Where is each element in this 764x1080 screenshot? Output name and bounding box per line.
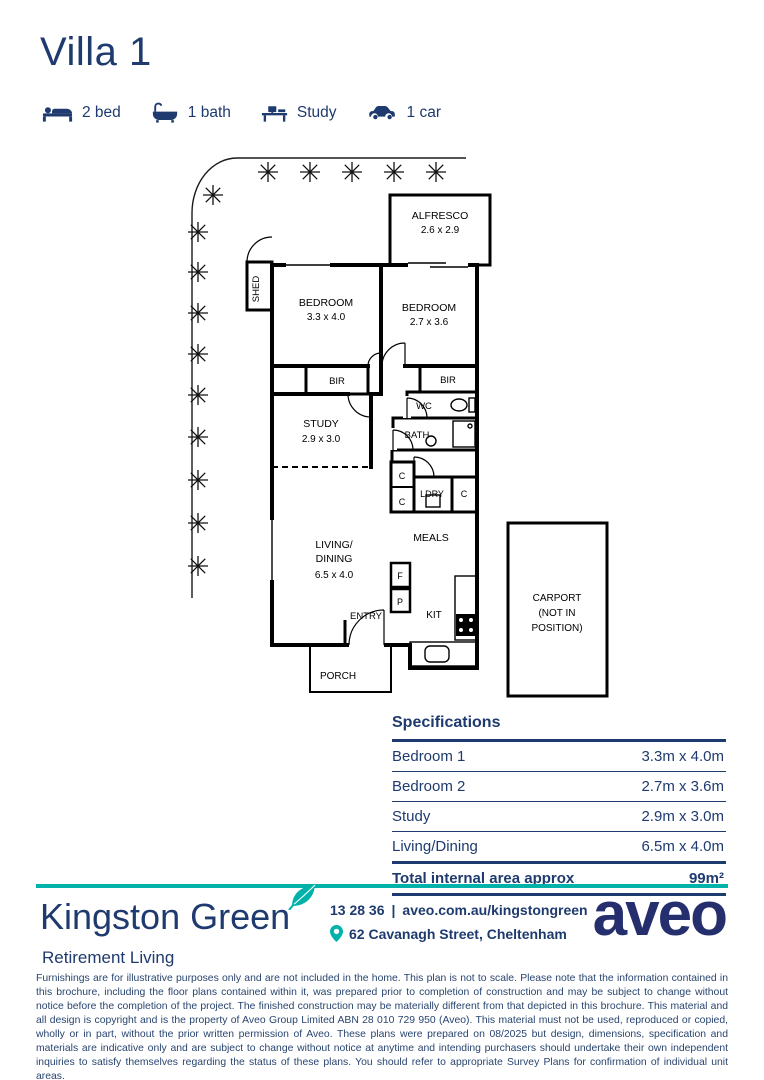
spec-row-living: Living/Dining 6.5m x 4.0m bbox=[392, 832, 726, 864]
disclaimer-text: Furnishings are for illustrative purpose… bbox=[36, 973, 728, 1080]
aveo-logo: aveo bbox=[592, 880, 728, 949]
spec-label-bedroom1: Bedroom 1 bbox=[392, 748, 466, 765]
room-label-carport-1: CARPORT bbox=[533, 593, 582, 604]
site-boundary bbox=[191, 157, 466, 598]
room-label-pantry: P bbox=[397, 597, 403, 607]
feature-beds-label: 2 bed bbox=[82, 103, 121, 121]
spec-row-study: Study 2.9m x 3.0m bbox=[392, 802, 726, 832]
villa-title: Villa 1 bbox=[40, 30, 152, 74]
feature-study: Study bbox=[261, 103, 337, 123]
feature-baths-label: 1 bath bbox=[187, 103, 231, 121]
floor-plan: ALFRESCO 2.6 x 2.9 SHED BEDROOM 3.3 x 4.… bbox=[187, 157, 609, 698]
room-label-carport-3: POSITION) bbox=[531, 623, 582, 634]
teal-divider bbox=[36, 884, 728, 888]
spec-value-bedroom2: 2.7m x 3.6m bbox=[641, 778, 724, 795]
spec-row-bedroom1: Bedroom 1 3.3m x 4.0m bbox=[392, 742, 726, 772]
spec-label-living: Living/Dining bbox=[392, 838, 478, 855]
study-desk-icon bbox=[261, 105, 288, 122]
contact-block: 13 28 36 | aveo.com.au/kingstongreen 62 … bbox=[330, 902, 588, 942]
room-label-bedroom2: BEDROOM bbox=[402, 302, 456, 314]
specifications-table: Specifications Bedroom 1 3.3m x 4.0m Bed… bbox=[392, 714, 726, 896]
door-swings bbox=[246, 236, 435, 646]
room-label-shed: SHED bbox=[251, 276, 262, 303]
room-dim-study: 2.9 x 3.0 bbox=[302, 434, 341, 445]
brand-tagline: Retirement Living bbox=[42, 948, 175, 967]
car-icon bbox=[368, 106, 395, 120]
feature-beds: 2 bed bbox=[42, 102, 121, 123]
brand-name: Kingston Green bbox=[40, 896, 291, 937]
room-label-bir1: BIR bbox=[329, 376, 345, 387]
room-label-living-2: DINING bbox=[316, 553, 353, 565]
garden-trees bbox=[187, 161, 447, 577]
phone-separator: | bbox=[391, 902, 396, 918]
contact-line-phone: 13 28 36 | aveo.com.au/kingstongreen bbox=[330, 902, 588, 918]
spec-row-total: Total internal area approx 99m² bbox=[392, 864, 726, 896]
bath-icon bbox=[152, 102, 177, 123]
room-label-living-1: LIVING/ bbox=[315, 539, 352, 551]
feature-study-label: Study bbox=[296, 103, 337, 121]
leaf-icon bbox=[288, 884, 316, 910]
spec-row-bedroom2: Bedroom 2 2.7m x 3.6m bbox=[392, 772, 726, 802]
room-label-carport-2: (NOT IN bbox=[538, 608, 575, 619]
bed-icon bbox=[42, 107, 73, 122]
spec-label-bedroom2: Bedroom 2 bbox=[392, 778, 466, 795]
room-label-kitchen: KIT bbox=[426, 610, 442, 621]
spec-value-study: 2.9m x 3.0m bbox=[641, 808, 724, 825]
phone-number: 13 28 36 bbox=[330, 902, 385, 918]
room-label-wc: WC bbox=[416, 401, 432, 412]
window-lines bbox=[271, 262, 468, 580]
room-labels: ALFRESCO 2.6 x 2.9 SHED BEDROOM 3.3 x 4.… bbox=[251, 210, 583, 682]
spec-label-study: Study bbox=[392, 808, 431, 825]
room-label-bath: BATH bbox=[405, 430, 430, 441]
street-address: 62 Cavanagh Street, Cheltenham bbox=[349, 925, 567, 942]
spec-value-living: 6.5m x 4.0m bbox=[641, 838, 724, 855]
contact-line-address: 62 Cavanagh Street, Cheltenham bbox=[330, 925, 588, 942]
feature-cars: 1 car bbox=[367, 103, 441, 122]
spec-total-label: Total internal area approx bbox=[392, 870, 575, 887]
room-label-laundry: LDRY bbox=[420, 489, 444, 499]
room-label-entry: ENTRY bbox=[350, 611, 383, 622]
fixtures bbox=[409, 397, 478, 667]
room-label-study: STUDY bbox=[303, 418, 339, 430]
spec-total-value: 99m² bbox=[688, 870, 724, 887]
room-label-fridge: F bbox=[397, 571, 403, 581]
room-label-bir2: BIR bbox=[440, 375, 456, 386]
feature-baths: 1 bath bbox=[151, 102, 231, 123]
room-dim-living: 6.5 x 4.0 bbox=[315, 570, 354, 581]
room-dim-alfresco: 2.6 x 2.9 bbox=[421, 225, 460, 236]
room-label-alfresco: ALFRESCO bbox=[412, 210, 469, 222]
feature-summary: 2 bed 1 bath Study bbox=[42, 102, 441, 123]
room-label-cupboard3: C bbox=[461, 489, 468, 499]
specifications-title: Specifications bbox=[392, 714, 726, 742]
location-pin-icon bbox=[330, 925, 343, 942]
room-dim-bedroom1: 3.3 x 4.0 bbox=[307, 312, 346, 323]
feature-cars-label: 1 car bbox=[406, 103, 442, 121]
room-label-bedroom1: BEDROOM bbox=[299, 297, 353, 309]
website-link[interactable]: aveo.com.au/kingstongreen bbox=[402, 902, 588, 918]
room-label-cupboard1: C bbox=[399, 471, 406, 481]
room-dim-bedroom2: 2.7 x 3.6 bbox=[410, 317, 449, 328]
spec-value-bedroom1: 3.3m x 4.0m bbox=[641, 748, 724, 765]
room-label-cupboard2: C bbox=[399, 497, 406, 507]
walls-light bbox=[272, 466, 392, 693]
room-label-porch: PORCH bbox=[320, 671, 356, 682]
room-label-meals: MEALS bbox=[413, 532, 449, 544]
